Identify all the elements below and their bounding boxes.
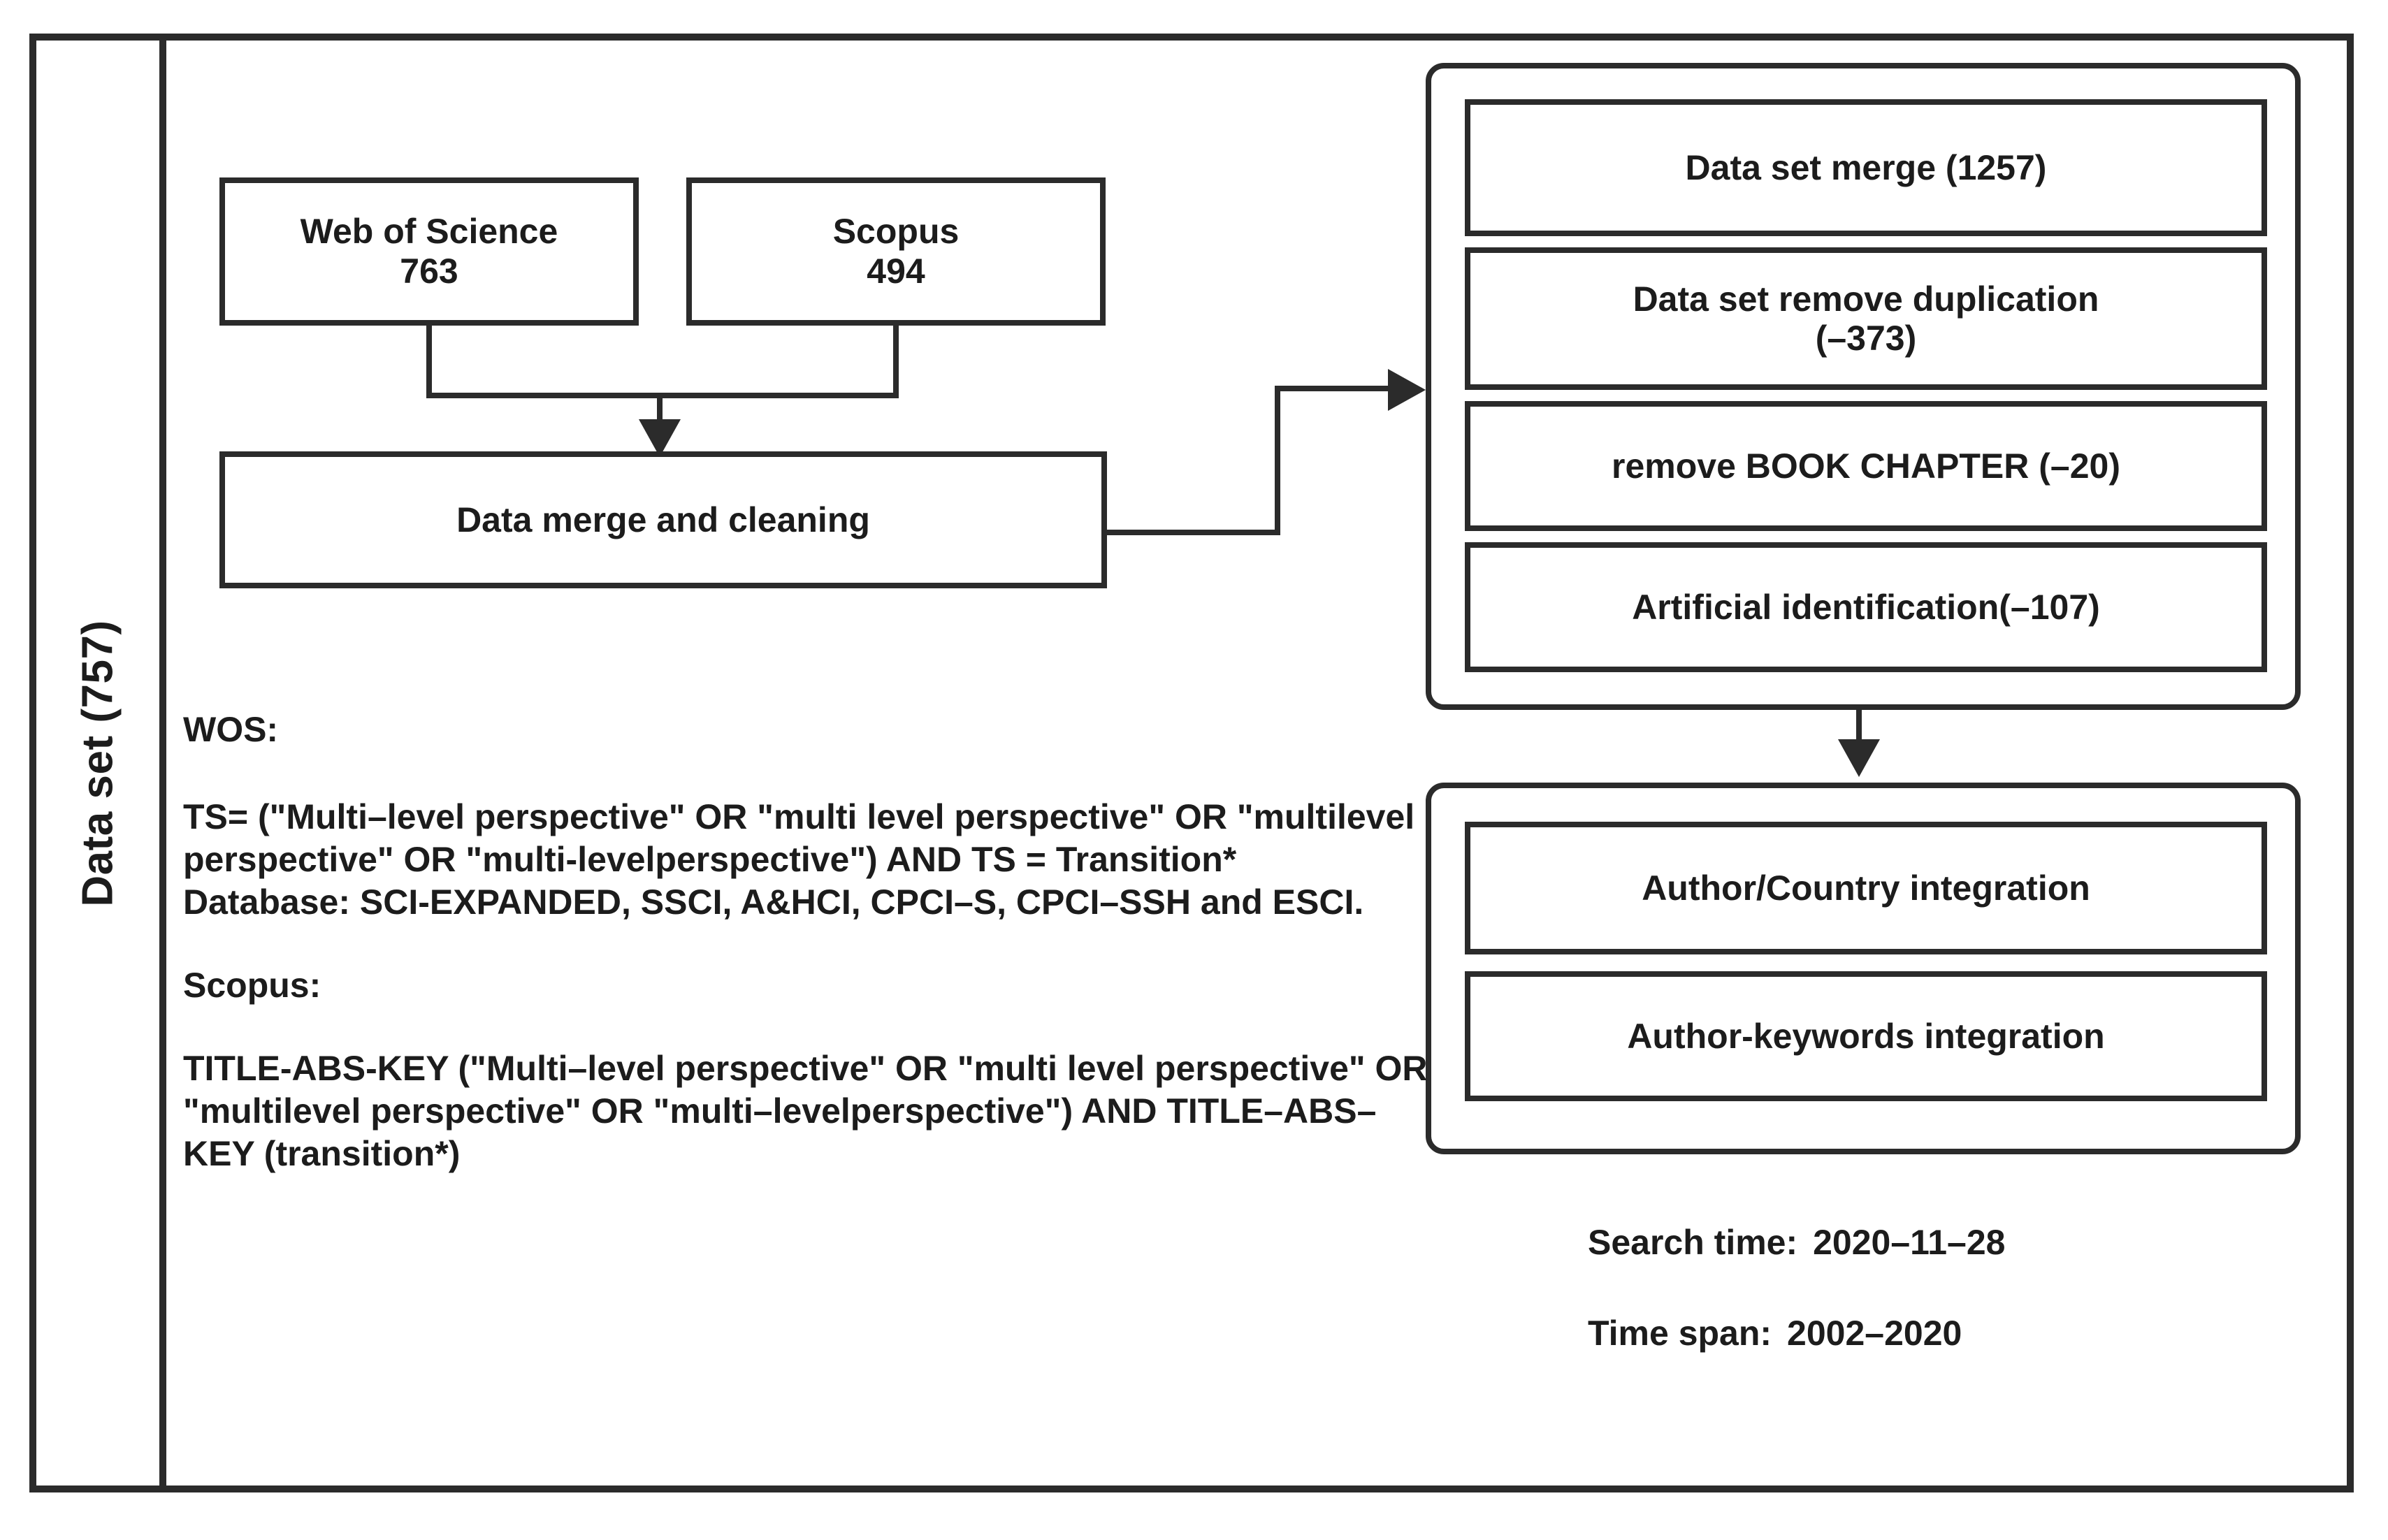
connector-scopus-stub	[893, 326, 899, 398]
wos-query-text: TS= ("Multi–level perspective" OR "multi…	[183, 797, 1415, 879]
spacer	[183, 1007, 1434, 1047]
source-box-web-of-science: Web of Science 763	[219, 177, 639, 326]
cleaning-step-label-line1: Data set remove duplication	[1633, 279, 2099, 319]
process-box-label: Data merge and cleaning	[456, 500, 870, 539]
scopus-query-text: TITLE-ABS-KEY ("Multi–level perspective"…	[183, 1049, 1428, 1173]
spacer	[183, 924, 1434, 964]
wos-database-text: Database: SCI-EXPANDED, SSCI, A&HCI, CPC…	[183, 882, 1364, 922]
group-data-cleaning: Data set merge (1257) Data set remove du…	[1426, 63, 2301, 710]
connector-merge-to-group-horizontal	[1107, 530, 1280, 535]
connector-between-groups	[1856, 707, 1862, 746]
source-box-scopus: Scopus 494	[686, 177, 1106, 326]
cleaning-step-label: Artificial identification(–107)	[1632, 588, 2100, 627]
integration-step-author-keywords: Author-keywords integration	[1465, 971, 2267, 1101]
cleaning-step-data-set-merge: Data set merge (1257)	[1465, 99, 2267, 236]
scopus-heading: Scopus:	[183, 966, 321, 1005]
cleaning-step-label-line2: (–373)	[1815, 319, 1917, 358]
source-name-scopus: Scopus	[832, 212, 960, 251]
search-time-label: Search time:	[1588, 1223, 1798, 1262]
group-data-integration: Author/Country integration Author-keywor…	[1426, 783, 2301, 1154]
time-span-row: Time span: 2002–2020	[1588, 1312, 2005, 1354]
time-span-label: Time span:	[1588, 1314, 1772, 1353]
spine-divider-line	[159, 34, 166, 1492]
spine-label-text: Data set (757)	[73, 619, 122, 907]
integration-step-label: Author/Country integration	[1642, 869, 2090, 908]
arrowhead-right-icon	[1388, 369, 1426, 411]
wos-heading: WOS:	[183, 710, 279, 749]
spacer	[183, 751, 1434, 796]
cleaning-step-remove-book-chapter: remove BOOK CHAPTER (–20)	[1465, 401, 2267, 531]
connector-down-to-merge	[657, 393, 663, 426]
integration-step-label: Author-keywords integration	[1627, 1017, 2105, 1056]
cleaning-step-remove-duplication: Data set remove duplication (–373)	[1465, 247, 2267, 390]
arrowhead-down-icon	[639, 419, 681, 457]
query-text-block: WOS: TS= ("Multi–level perspective" OR "…	[183, 709, 1434, 1175]
search-time-value: 2020–11–28	[1813, 1223, 2006, 1262]
connector-wos-stub	[426, 326, 432, 398]
time-span-value: 2002–2020	[1787, 1314, 1962, 1353]
arrowhead-down-groups-icon	[1838, 739, 1880, 777]
spine-label: Data set (757)	[36, 34, 159, 1492]
cleaning-step-artificial-identification: Artificial identification(–107)	[1465, 542, 2267, 672]
cleaning-step-label: Data set merge (1257)	[1685, 148, 2047, 187]
connector-merge-to-group-horizontal-upper	[1275, 386, 1405, 391]
search-time-row: Search time: 2020–11–28	[1588, 1221, 2005, 1263]
connector-sources-join	[426, 393, 899, 398]
source-name-wos: Web of Science	[300, 212, 558, 251]
integration-step-author-country: Author/Country integration	[1465, 822, 2267, 954]
connector-merge-to-group-vertical	[1275, 386, 1280, 535]
source-count-scopus: 494	[867, 252, 925, 291]
source-count-wos: 763	[400, 252, 458, 291]
search-metadata-block: Search time: 2020–11–28 Time span: 2002–20…	[1588, 1221, 2005, 1354]
cleaning-step-label: remove BOOK CHAPTER (–20)	[1612, 446, 2120, 486]
process-box-data-merge-and-cleaning: Data merge and cleaning	[219, 451, 1107, 588]
